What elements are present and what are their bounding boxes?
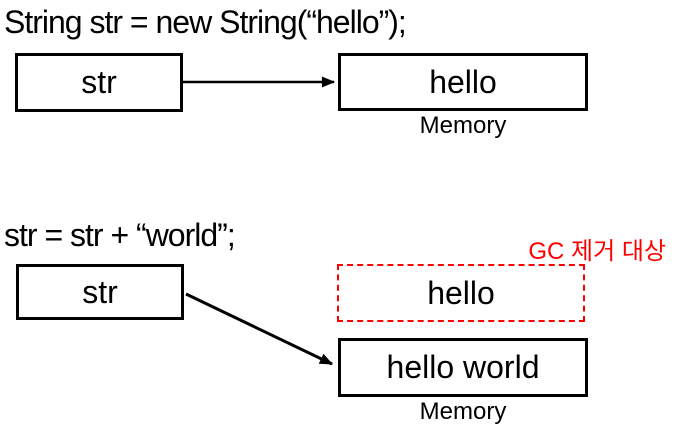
variable-box-str-bottom: str [16, 264, 184, 320]
value-box-hello-top: hello [338, 53, 588, 111]
code-line-concat: str = str + “world”; [4, 217, 236, 253]
memory-label-top: Memory [419, 112, 507, 139]
garbage-box-hello: hello [337, 264, 585, 322]
pointer-arrow-str-to-hello-world [185, 292, 333, 366]
memory-label-bottom: Memory [419, 398, 507, 425]
value-box-hello-world: hello world [338, 338, 588, 397]
variable-box-str-top: str [15, 53, 183, 112]
code-line-new-string: String str = new String(“hello”); [4, 4, 407, 40]
gc-target-label: GC 제거 대상 [528, 238, 666, 265]
